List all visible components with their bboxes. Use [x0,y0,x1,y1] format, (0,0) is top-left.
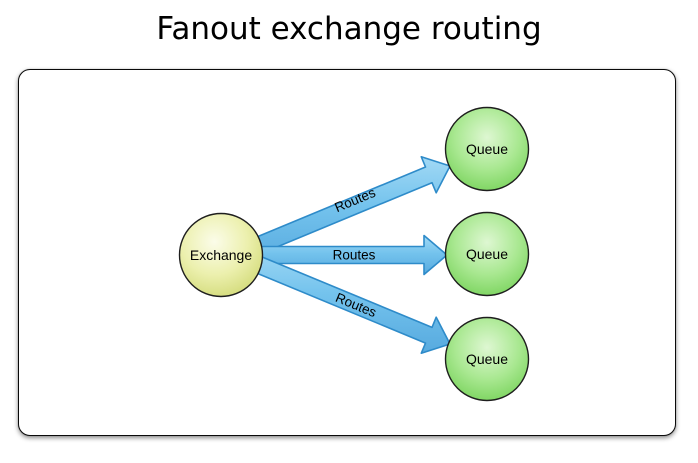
queue-circle [444,211,530,297]
queue-node-bottom: Queue [444,316,530,402]
exchange-label: Exchange [190,247,252,263]
route-label-middle: Routes [333,248,376,263]
queue-node-middle: Queue [444,211,530,297]
queue-label: Queue [466,141,508,157]
queue-circle [444,106,530,192]
exchange-circle [178,212,264,298]
exchange-node: Exchange [178,212,264,298]
queue-label: Queue [466,351,508,367]
queue-label: Queue [466,246,508,262]
route-label-bottom: Routes [333,290,378,320]
diagram-title: Fanout exchange routing [156,11,542,47]
queue-circle [444,316,530,402]
queue-node-top: Queue [444,106,530,192]
